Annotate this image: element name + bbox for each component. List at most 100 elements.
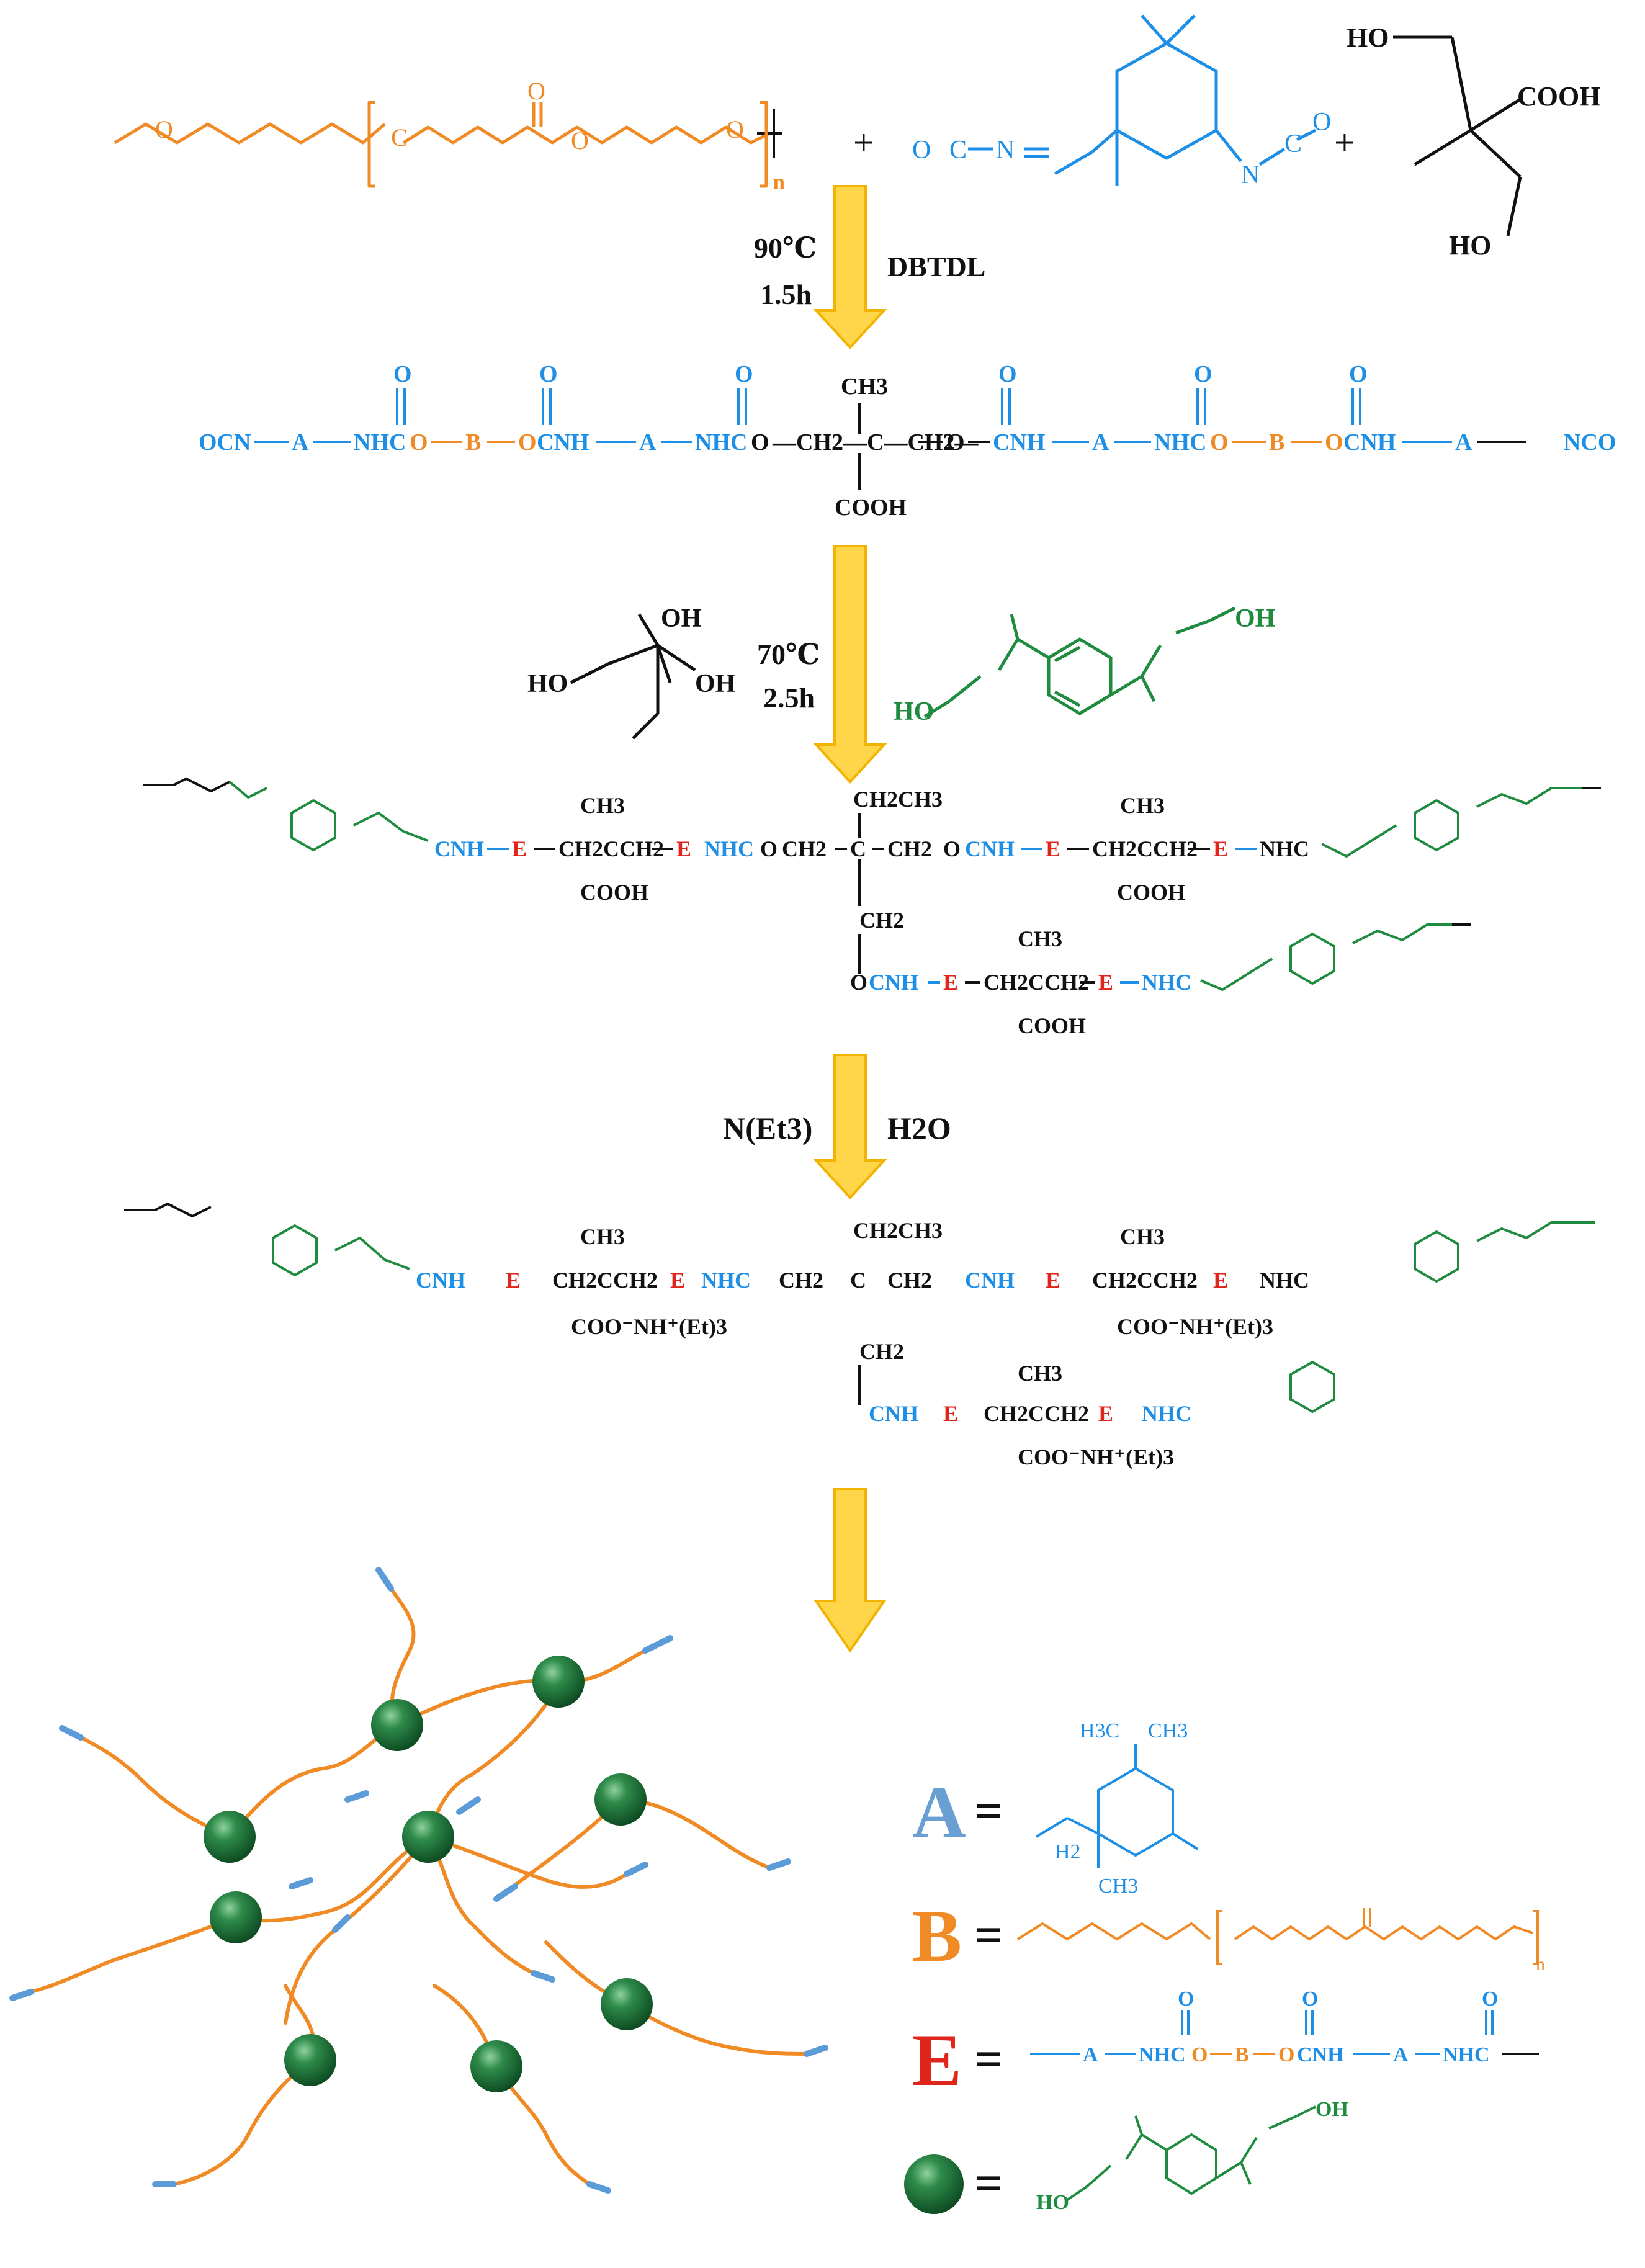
dmpa-COOH: COOH [1517, 81, 1600, 112]
reaction-arrow-1 [813, 185, 887, 349]
neutral-NHC-2: NHC [1260, 1268, 1309, 1293]
prepolymer-carbonyl-O-1: O [393, 361, 412, 387]
prepolymer-carbonyl-O-3: O [735, 361, 753, 387]
bhet-HO: HO [894, 697, 934, 726]
bhet-sphere-5 [594, 1773, 647, 1826]
plus-sign-2: + [1334, 122, 1355, 163]
bhet-sphere-6 [210, 1891, 262, 1943]
neutral-CH3-3: CH3 [1018, 1361, 1062, 1386]
neutral-CH2-1: CH2 [779, 1268, 823, 1293]
step1-temperature: 90℃ [754, 232, 817, 264]
step2-temperature: 70℃ [757, 639, 820, 670]
branched-CNH-3: CNH [869, 970, 918, 995]
neutral-CH2CH3: CH2CH3 [853, 1218, 943, 1243]
branched-CH2CCH2-2: CH2CCH2 [1092, 836, 1198, 861]
prepolymer-A-3: A [1092, 429, 1109, 455]
spheres [204, 1656, 653, 2092]
bhet-sphere-9 [601, 1978, 653, 2030]
legend-E-B: B [1235, 2043, 1249, 2066]
branched-E-4: E [1213, 836, 1228, 861]
neutral-E-2: E [670, 1268, 685, 1293]
neutral-salt-3: COO⁻NH⁺(Et)3 [1018, 1445, 1174, 1469]
legend-E-NHC-1: NHC [1139, 2043, 1186, 2066]
prepolymer-O-5: O [1210, 429, 1229, 455]
legend-E-O-2: O [1278, 2043, 1294, 2066]
branched-O-1: O [760, 836, 778, 861]
prepolymer-O-2: O [518, 429, 537, 455]
prepolymer-O-3: O [751, 429, 769, 455]
legend-A-structure [1035, 1744, 1199, 1868]
neutral-CH2CCH2-1: CH2CCH2 [552, 1268, 658, 1293]
branched-CNH-2: CNH [965, 836, 1015, 861]
ipdi-N1: N [996, 136, 1015, 164]
legend-E-carbonyl-3: O [1482, 1988, 1498, 2010]
isophorone-diisocyanate [968, 14, 1317, 186]
prepolymer-B-2: B [1269, 429, 1284, 455]
step2-time: 2.5h [763, 682, 815, 714]
branched-E-1: E [512, 836, 527, 861]
branched-lower-arm: O CNH E CH2CCH2 E NHC CH3 COOH [850, 923, 1471, 1038]
branched-NHC-1: NHC [704, 836, 754, 861]
step1-time: 1.5h [760, 279, 812, 310]
tmp-OH-right: OH [695, 670, 735, 698]
legend-key-E: E [912, 2019, 962, 2101]
prepolymer-carbonyl-O-6: O [1349, 361, 1368, 387]
polyester-O-carbonyl: O [527, 77, 545, 105]
polyester-diol-reactant [114, 101, 782, 188]
bhet-OH: OH [1235, 604, 1275, 633]
neutral-CNH-2: CNH [965, 1268, 1015, 1293]
legend-A-CH3-bottom: CH3 [1098, 1875, 1138, 1898]
step1-catalyst: DBTDL [887, 251, 985, 282]
neutral-salt-1: COO⁻NH⁺(Et)3 [571, 1314, 727, 1339]
legend-bhet-structure [1066, 2105, 1316, 2201]
legend-E-A-2: A [1393, 2043, 1409, 2066]
bhet-sphere-3 [532, 1656, 585, 1708]
step3-water: H2O [887, 1111, 951, 1145]
prepolymer-O-1: O [410, 429, 428, 455]
ipdi-C2: C [1284, 130, 1302, 158]
neutral-center-C: C [850, 1268, 866, 1293]
branched-NHC-3: NHC [1142, 970, 1191, 995]
legend-E-NHC-2: NHC [1443, 2043, 1490, 2066]
branched-NHC-2: NHC [1260, 836, 1309, 861]
bhet-sphere-2 [371, 1699, 423, 1751]
dmpa-reactant [1393, 35, 1522, 236]
ipdi-N2: N [1241, 161, 1260, 189]
neutral-NHC-1: NHC [701, 1268, 751, 1293]
prepolymer-COOH: COOH [835, 495, 907, 521]
legend-sphere [904, 2154, 964, 2214]
branched-polymer: CNH E CH2CCH2 E NHC O CH2 C CH2 O CNH E … [143, 777, 1601, 974]
ipdi-C1: C [949, 136, 967, 164]
prepolymer-CH3: CH3 [841, 374, 888, 400]
bhet-sphere-4 [402, 1811, 454, 1863]
legend-key-A: A [912, 1770, 966, 1853]
legend-equals-sphere: = [974, 2156, 1003, 2211]
prepolymer-carbonyl-O-2: O [539, 361, 558, 387]
branched-COOH-1: COOH [580, 880, 648, 905]
polyester-C: C [391, 123, 408, 151]
polymer-network-illustration [9, 1567, 828, 2194]
reaction-arrow-3 [813, 1054, 887, 1199]
prepolymer-carbonyl-O-5: O [1194, 361, 1212, 387]
polyester-n-subscript: n [773, 169, 785, 194]
legend-equals-E: = [974, 2032, 1003, 2087]
neutral-NHC-3: NHC [1142, 1401, 1191, 1426]
prepolymer-CNH-1: CNH [537, 429, 589, 455]
legend-A-H2: H2 [1055, 1840, 1081, 1863]
branched-COOH-3: COOH [1018, 1013, 1086, 1038]
trimethylolpropane [570, 613, 696, 740]
legend-bhet-OH: OH [1316, 2098, 1348, 2121]
branched-CH2CCH2-1: CH2CCH2 [558, 836, 664, 861]
prepolymer-chain: OCN A NHC O B O CNH A NHC O —CH2—C—CH2— … [199, 361, 1616, 521]
prepolymer-O-4: O [946, 429, 965, 455]
ipdi-O1: O [912, 136, 931, 164]
legend-E-O-1: O [1191, 2043, 1208, 2066]
legend-A-H3C: H3C [1080, 1719, 1119, 1742]
tmp-OH-top: OH [661, 604, 701, 633]
branched-center-C: C [850, 836, 866, 861]
legend-E-A-1: A [1083, 2043, 1098, 2066]
branched-CNH-1: CNH [434, 836, 484, 861]
prepolymer-A-4: A [1455, 429, 1472, 455]
